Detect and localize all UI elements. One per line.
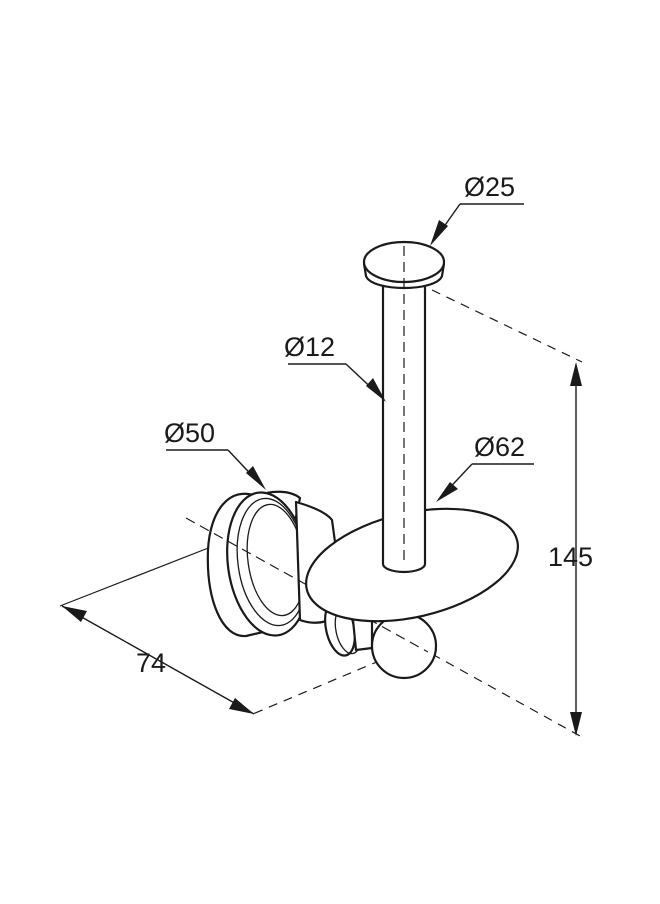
callout-d50: Ø50: [164, 418, 266, 490]
callout-d62: Ø62: [436, 432, 534, 502]
arrowhead: [229, 698, 254, 714]
arrowhead: [246, 466, 266, 490]
dimension-145: 145: [431, 289, 593, 737]
dimension-label-74: 74: [136, 648, 166, 678]
dimension-74: 74: [59, 544, 411, 717]
arrowhead: [430, 220, 448, 246]
end-knob: [370, 612, 438, 680]
arrowhead: [366, 378, 386, 402]
label-d50: Ø50: [164, 418, 215, 448]
vertical-rod: [381, 262, 427, 574]
arrowhead: [570, 712, 582, 736]
arrowhead: [62, 606, 87, 622]
arrowhead: [436, 482, 458, 502]
top-cap: [362, 240, 446, 294]
callout-d25: Ø25: [430, 172, 524, 246]
label-d12: Ø12: [284, 332, 335, 362]
arrowhead: [570, 362, 582, 386]
label-d25: Ø25: [464, 172, 515, 202]
label-d62: Ø62: [474, 432, 525, 462]
dimension-label-145: 145: [548, 542, 593, 572]
callout-d12: Ø12: [284, 332, 386, 402]
